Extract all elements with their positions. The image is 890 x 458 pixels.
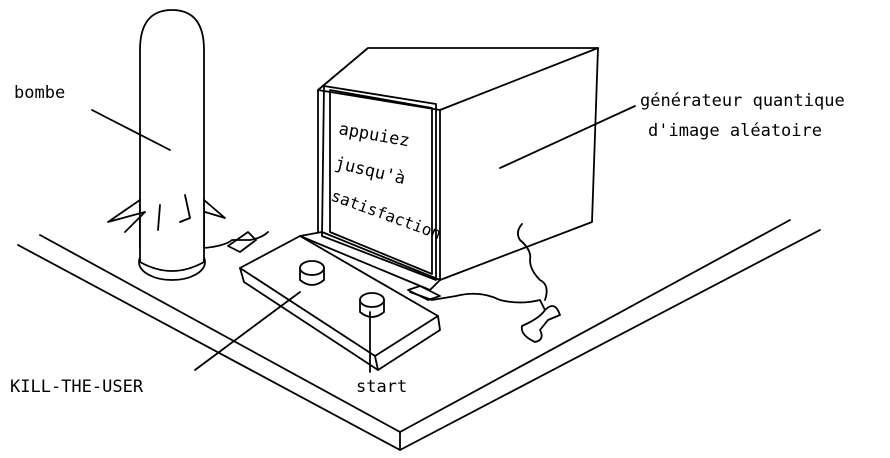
- bomb-label: bombe: [14, 83, 65, 103]
- generator-label-line2: d'image aléatoire: [648, 121, 822, 141]
- kill-button-label: KILL-THE-USER: [10, 377, 144, 397]
- kill-leader: [195, 292, 300, 370]
- bomb: [108, 10, 225, 280]
- generator-label-line1: générateur quantique: [640, 91, 845, 111]
- start-button-shape: [360, 293, 384, 317]
- kill-button-shape: [300, 261, 324, 285]
- start-button-label: start: [356, 377, 407, 397]
